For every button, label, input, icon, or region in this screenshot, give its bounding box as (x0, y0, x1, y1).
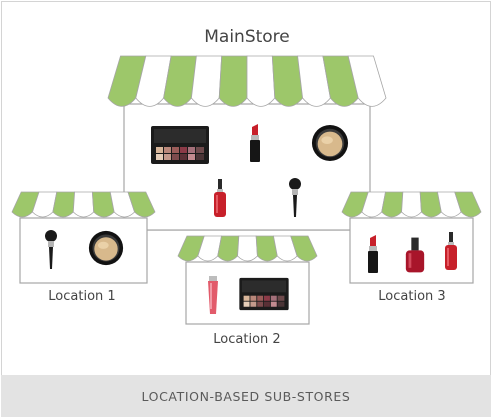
awning-stripe (72, 191, 95, 218)
awning-stripe (347, 55, 387, 107)
location-1-label: Location 1 (48, 289, 115, 304)
footer-caption: LOCATION-BASED SUB-STORES (1, 375, 491, 417)
awning-stripe (127, 191, 156, 218)
eyeshadow-palette-icon (239, 277, 289, 311)
location-1-body (19, 217, 148, 284)
location-2-label: Location 2 (213, 332, 280, 347)
main-store-title: MainStore (204, 27, 290, 47)
main-store-body (123, 103, 371, 231)
awning-stripe (190, 55, 223, 107)
location-2-awning (177, 235, 318, 262)
location-3-awning (341, 191, 482, 218)
awning-stripe (52, 191, 76, 218)
awning-stripe (401, 191, 422, 218)
eyeshadow-palette-icon (151, 126, 209, 164)
location-1-awning (11, 191, 156, 218)
awning-stripe (218, 55, 248, 107)
awning-stripe (217, 235, 240, 262)
awning-stripe (454, 191, 482, 218)
main-store-awning (107, 55, 387, 107)
awning-stripe (237, 235, 258, 262)
awning-stripe (290, 235, 318, 262)
compact-powder-icon (88, 230, 124, 266)
compact-powder-icon (311, 124, 349, 162)
location-3-label: Location 3 (378, 289, 445, 304)
awning-stripe (246, 55, 276, 107)
awning-stripe (381, 191, 404, 218)
awning-stripe (271, 55, 304, 107)
